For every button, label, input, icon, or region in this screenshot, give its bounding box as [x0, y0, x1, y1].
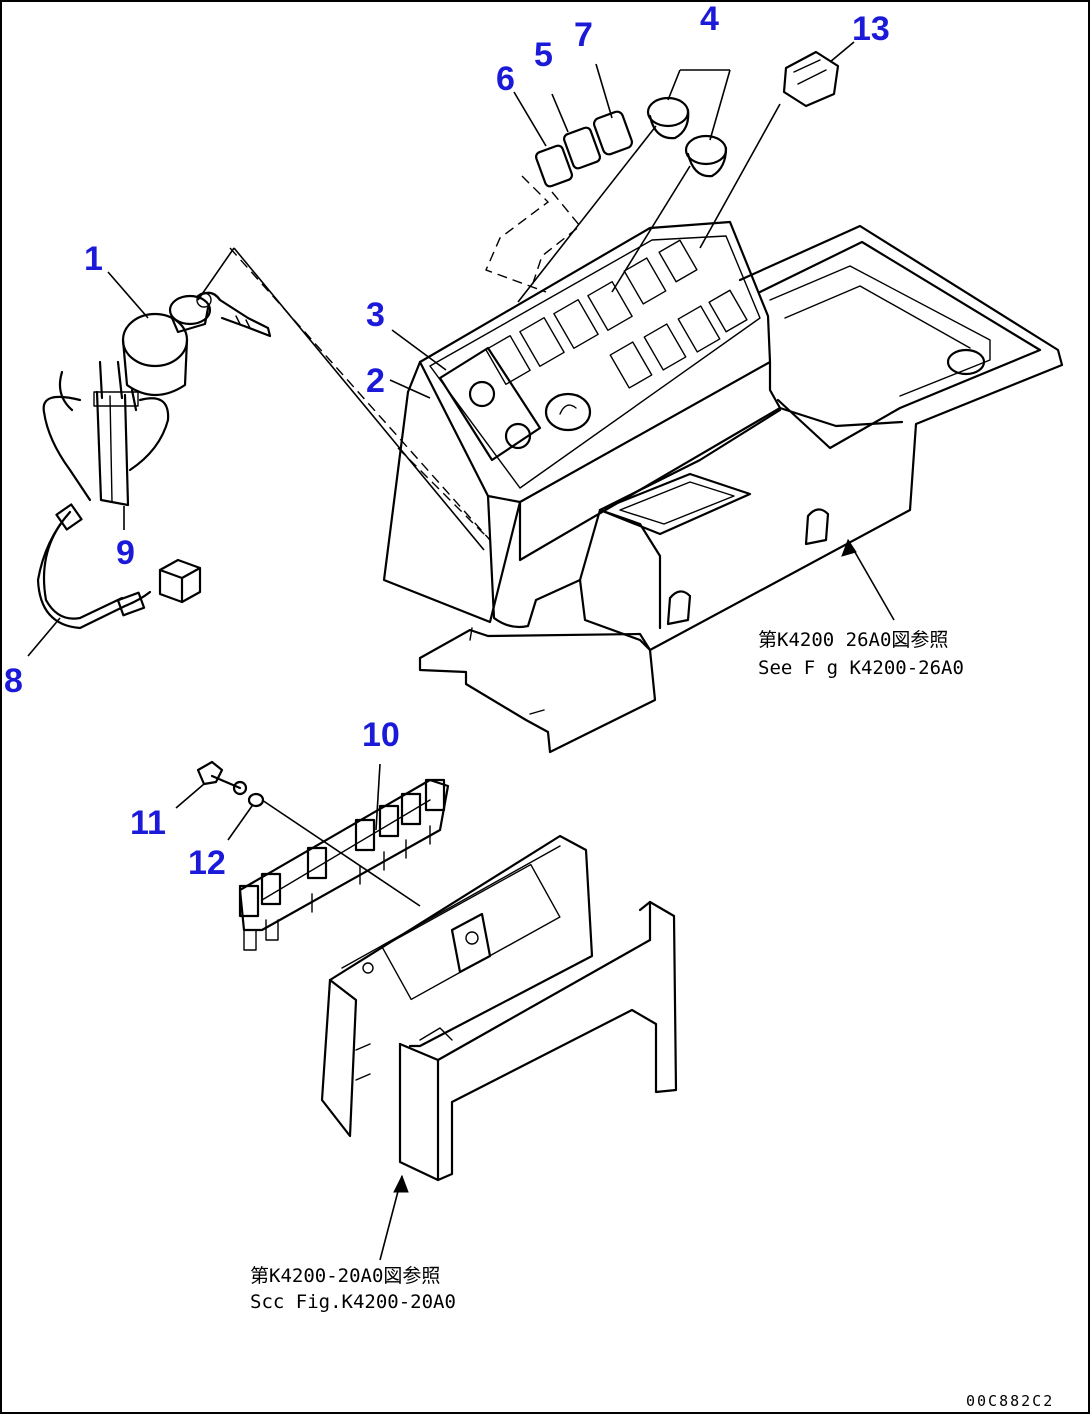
callout-10: 10	[362, 716, 400, 754]
leader-lines	[27, 41, 895, 1261]
wire-harness	[36, 360, 170, 630]
callout-4: 4	[700, 0, 719, 38]
drawing-code: 00C882C2	[966, 1392, 1054, 1410]
fuse-cover-ref-en: Scc Fig.K4200-20A0	[250, 1291, 456, 1313]
connector-cube	[158, 558, 202, 604]
dashed-references	[229, 175, 581, 541]
callout-8: 8	[4, 662, 23, 700]
console-ref-en: See F g K4200-26A0	[758, 657, 964, 679]
fuse-box	[238, 778, 450, 951]
callout-3: 3	[366, 296, 385, 334]
key-switch	[121, 291, 272, 396]
fuse-cover-ref-jp: 第K4200-20A0図参照	[250, 1265, 440, 1287]
callout-11: 11	[130, 804, 166, 842]
callout-6: 6	[496, 60, 515, 98]
reference-notes: 第K4200 26A0図参照 See F g K4200-26A0 第K4200…	[250, 629, 964, 1313]
callout-13: 13	[852, 10, 890, 48]
console-body	[382, 220, 1064, 754]
callout-5: 5	[534, 36, 553, 74]
callout-12: 12	[188, 844, 226, 882]
fuse-cover	[320, 834, 678, 1182]
callouts: 1 2 3 4 5 6 7 8 9 10 11 12 13	[4, 0, 890, 882]
callout-7: 7	[574, 16, 593, 54]
console-ref-jp: 第K4200 26A0図参照	[758, 629, 948, 651]
callout-1: 1	[84, 240, 103, 278]
switch-caps	[534, 50, 840, 188]
callout-9: 9	[116, 534, 135, 572]
screw-washer	[196, 760, 265, 808]
callout-2: 2	[366, 362, 385, 400]
